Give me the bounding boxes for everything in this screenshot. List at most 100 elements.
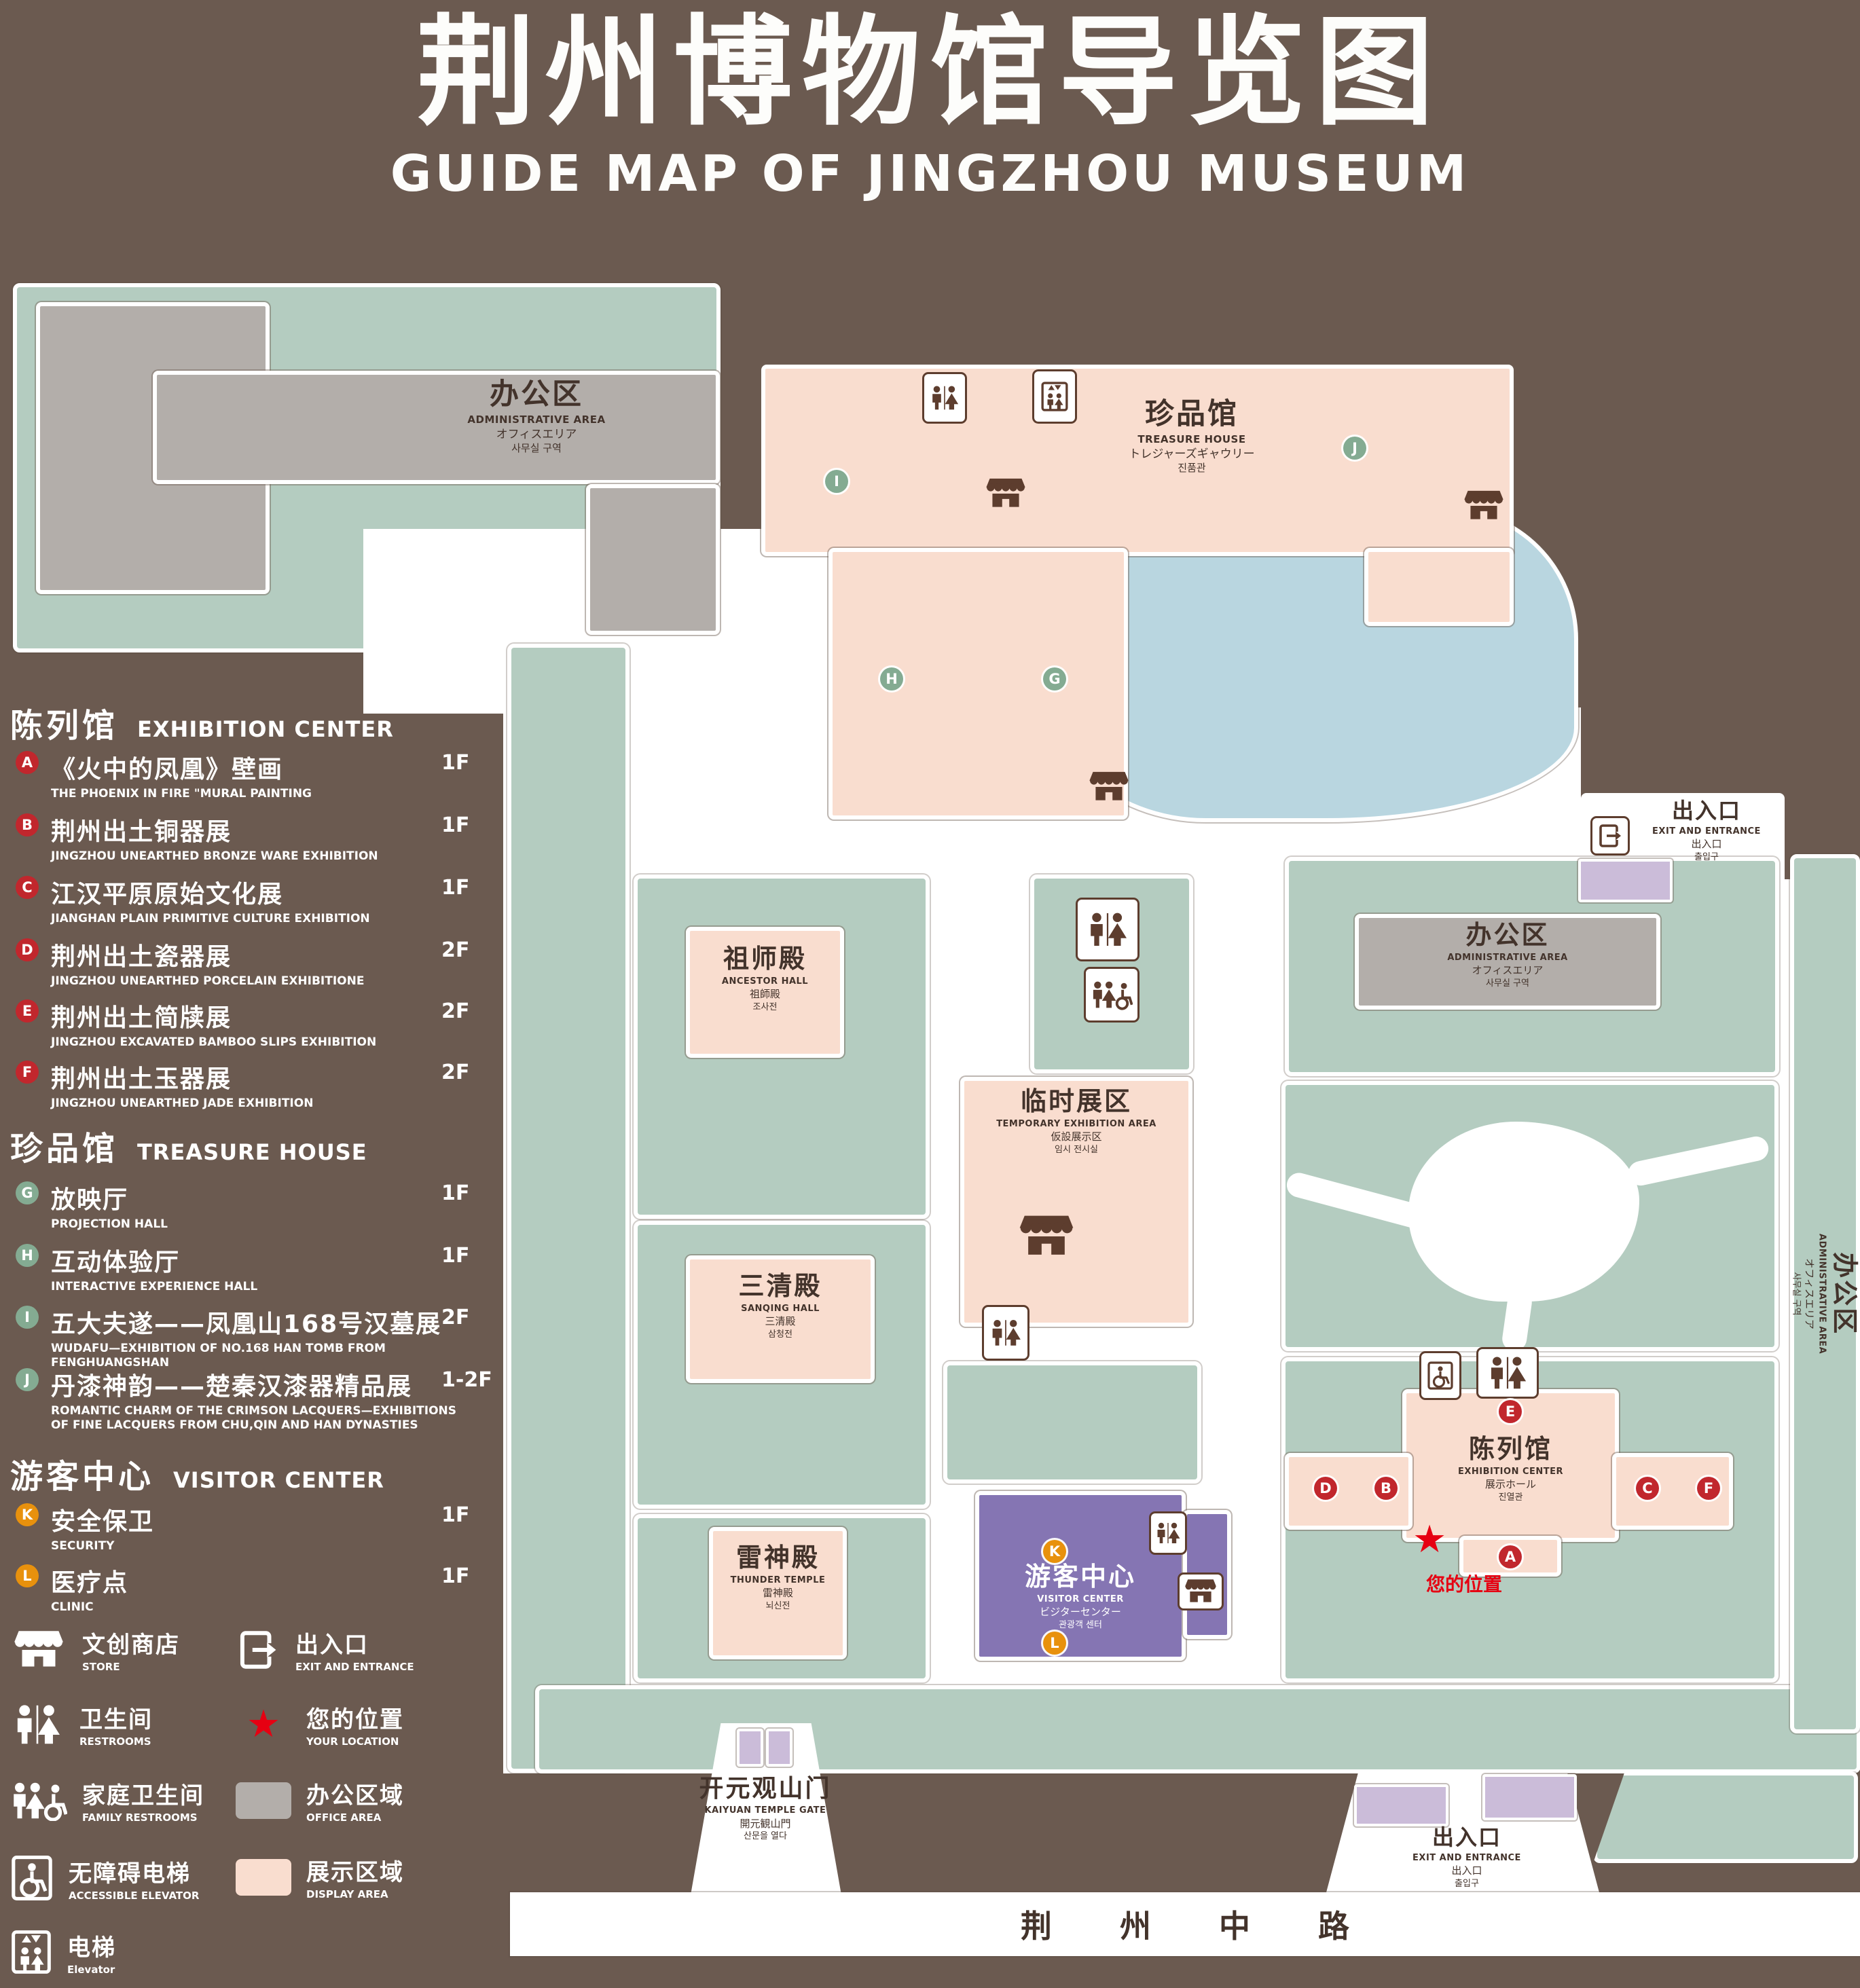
- admin-fr-label-en: ADMINISTRATIVE AREA: [1817, 1233, 1827, 1355]
- legend-marker-I: I: [16, 1306, 39, 1329]
- legend-item-C: C 江汉平原原始文化展 JIANGHAN PLAIN PRIMITIVE CUL…: [10, 875, 506, 926]
- admin-label-ja: オフィスエリア: [496, 428, 577, 442]
- sanqing-label-en: SANQING HALL: [741, 1303, 820, 1314]
- symbol-en: Elevator: [67, 1963, 115, 1976]
- legend-item-zh: 医疗点: [51, 1569, 129, 1597]
- symbol-zh: 电梯: [67, 1934, 116, 1962]
- exhibition-label-ja: 展示ホール: [1484, 1478, 1536, 1491]
- restroom-icon: [1487, 1355, 1529, 1391]
- admin-far-right-label: 办公区 ADMINISTRATIVE AREA オフィスエリア 사무실 구역: [1791, 1234, 1859, 1354]
- legend-section-visitor-center: 游客中心 VISITOR CENTER: [10, 1450, 384, 1497]
- store-icon: [1184, 1578, 1217, 1605]
- thunder-label-zh: 雷神殿: [735, 1543, 820, 1572]
- legend-item-floor: 2F: [441, 999, 470, 1023]
- ancestor-label-zh: 祖师殿: [723, 944, 807, 974]
- legend-marker-H: H: [16, 1244, 39, 1267]
- legend-item-K: K 安全保卫 SECURITY 1F: [10, 1502, 506, 1553]
- legend-item-F: F 荆州出土玉器展 JINGZHOU UNEARTHED JADE EXHIBI…: [10, 1059, 506, 1111]
- gate-label-ja: 開元観山門: [740, 1817, 791, 1830]
- visitor-label-zh: 游客中心: [1024, 1562, 1136, 1591]
- symbol-zh: 无障碍电梯: [69, 1860, 191, 1888]
- legend-item-floor: 2F: [441, 1306, 470, 1329]
- legend-item-en: JINGZHOU UNEARTHED JADE EXHIBITION: [51, 1097, 314, 1110]
- legend-item-zh: 荆州出土简牍展: [51, 1004, 232, 1032]
- entrance-bottom-label: 出入口 EXIT AND ENTRANCE 出入口 출입구: [1399, 1824, 1535, 1889]
- gate-block-left: [737, 1729, 763, 1767]
- legend-symbol-accessible-elevator: 无障碍电梯 ACCESSIBLE ELEVATOR: [10, 1854, 199, 1902]
- elevator-icon: [10, 1928, 52, 1976]
- legend-item-I: I 五大夫遂——凤凰山168号汉墓展 WUDAFU—EXHIBITION OF …: [10, 1304, 506, 1371]
- treasure-house-main: [761, 365, 1514, 556]
- map-marker-H: H: [880, 667, 903, 691]
- map-marker-A: A: [1499, 1545, 1522, 1568]
- store-icon-temporary: [1015, 1211, 1078, 1262]
- legend-marker-L: L: [16, 1564, 39, 1587]
- legend-item-en: JINGZHOU EXCAVATED BAMBOO SLIPS EXHIBITI…: [51, 1035, 377, 1049]
- legend-marker-E: E: [16, 999, 39, 1023]
- section-title-en: VISITOR CENTER: [173, 1467, 384, 1493]
- map-marker-G: G: [1043, 667, 1066, 691]
- legend-item-floor: 2F: [441, 1061, 470, 1084]
- exhibition-center-left-arm: [1285, 1453, 1412, 1530]
- garden-pond: [1408, 1122, 1639, 1302]
- lawn-bottom-right: [1593, 1771, 1858, 1863]
- legend-section-treasure-house: 珍品馆 TREASURE HOUSE: [10, 1122, 367, 1169]
- treasure-house-right-wing: [1364, 548, 1514, 626]
- page-header: 荆州博物馆导览图 GUIDE MAP OF JINGZHOU MUSEUM: [0, 0, 1860, 202]
- symbol-zh: 出入口: [295, 1632, 369, 1659]
- accessible-elevator-icon: [1427, 1360, 1454, 1391]
- map-marker-B: B: [1374, 1477, 1398, 1500]
- legend-item-zh: 安全保卫: [51, 1508, 155, 1536]
- restroom-icon-treasure: [922, 372, 967, 424]
- symbol-zh: 展示区域: [306, 1859, 404, 1886]
- sanqing-label-ja: 三清殿: [765, 1315, 796, 1328]
- legend-marker-J: J: [16, 1368, 39, 1391]
- store-icon-treasure-1: [983, 475, 1028, 512]
- map-marker-E: E: [1499, 1400, 1522, 1423]
- admin-right-label: 办公区 ADMINISTRATIVE AREA オフィスエリア 사무실 구역: [1355, 920, 1660, 989]
- legend-item-E: E 荆州出土简牍展 JINGZHOU EXCAVATED BAMBOO SLIP…: [10, 998, 506, 1050]
- admin-building-right: [1355, 914, 1660, 1010]
- entrance-bottom-zh: 出入口: [1432, 1824, 1501, 1850]
- section-title-zh: 游客中心: [10, 1458, 155, 1496]
- legend-symbol-display-area: 展示区域 DISPLAY AREA: [236, 1854, 404, 1900]
- legend-item-en: THE PHOENIX IN FIRE "MURAL PAINTING: [51, 787, 312, 800]
- symbol-zh: 卫生间: [79, 1706, 153, 1733]
- restroom-icon-temporary: [982, 1305, 1029, 1361]
- admin-right-label-zh: 办公区: [1465, 920, 1550, 950]
- gate-block-right: [766, 1729, 792, 1767]
- legend-item-zh: 丹漆神韵——楚秦汉漆器精品展: [51, 1373, 413, 1401]
- entrance-bottom-block-left: [1354, 1784, 1448, 1826]
- legend-item-floor: 2F: [441, 938, 470, 962]
- entrance-top-en: EXIT AND ENTRANCE: [1652, 826, 1761, 836]
- location-star-icon: ★: [246, 1701, 281, 1746]
- entrance-bottom-ja: 出入口: [1451, 1864, 1482, 1877]
- legend-marker-C: C: [16, 876, 39, 899]
- symbol-en: YOUR LOCATION: [306, 1735, 399, 1748]
- restroom-icon-exhibition: [1476, 1347, 1539, 1399]
- restroom-icon: [1086, 910, 1129, 949]
- family-restroom-icon: [10, 1780, 67, 1821]
- restroom-icon-visitor-center: [1149, 1511, 1187, 1555]
- thunder-label-en: THUNDER TEMPLE: [730, 1575, 826, 1585]
- exhibition-label-ko: 진열관: [1498, 1492, 1523, 1503]
- treasure-label-en: TREASURE HOUSE: [1137, 432, 1246, 445]
- temporary-exhibition-building: [960, 1077, 1192, 1327]
- family-restroom-icon-mid: [1084, 967, 1139, 1023]
- ancestor-label-en: ANCESTOR HALL: [721, 976, 809, 987]
- legend-marker-K: K: [16, 1503, 39, 1526]
- ancestor-label-ko: 조사전: [752, 1001, 778, 1012]
- ancestor-hall-building: [686, 927, 844, 1058]
- symbol-en: OFFICE AREA: [306, 1811, 382, 1824]
- legend-item-en: JINGZHOU UNEARTHED PORCELAIN EXHIBITIONE: [51, 974, 365, 988]
- legend-item-floor: 1F: [441, 876, 470, 900]
- legend-item-en: SECURITY: [51, 1539, 115, 1553]
- store-icon-treasure-2: [1461, 487, 1506, 524]
- road: 荆 州 中 路: [510, 1892, 1860, 1956]
- legend-item-floor: 1F: [441, 751, 470, 775]
- exit-icon-top-right: [1590, 816, 1630, 855]
- temporary-label-ko: 임시 전시실: [1055, 1144, 1098, 1155]
- elevator-icon: [1040, 380, 1069, 413]
- legend-item-zh: 互动体验厅: [51, 1249, 181, 1276]
